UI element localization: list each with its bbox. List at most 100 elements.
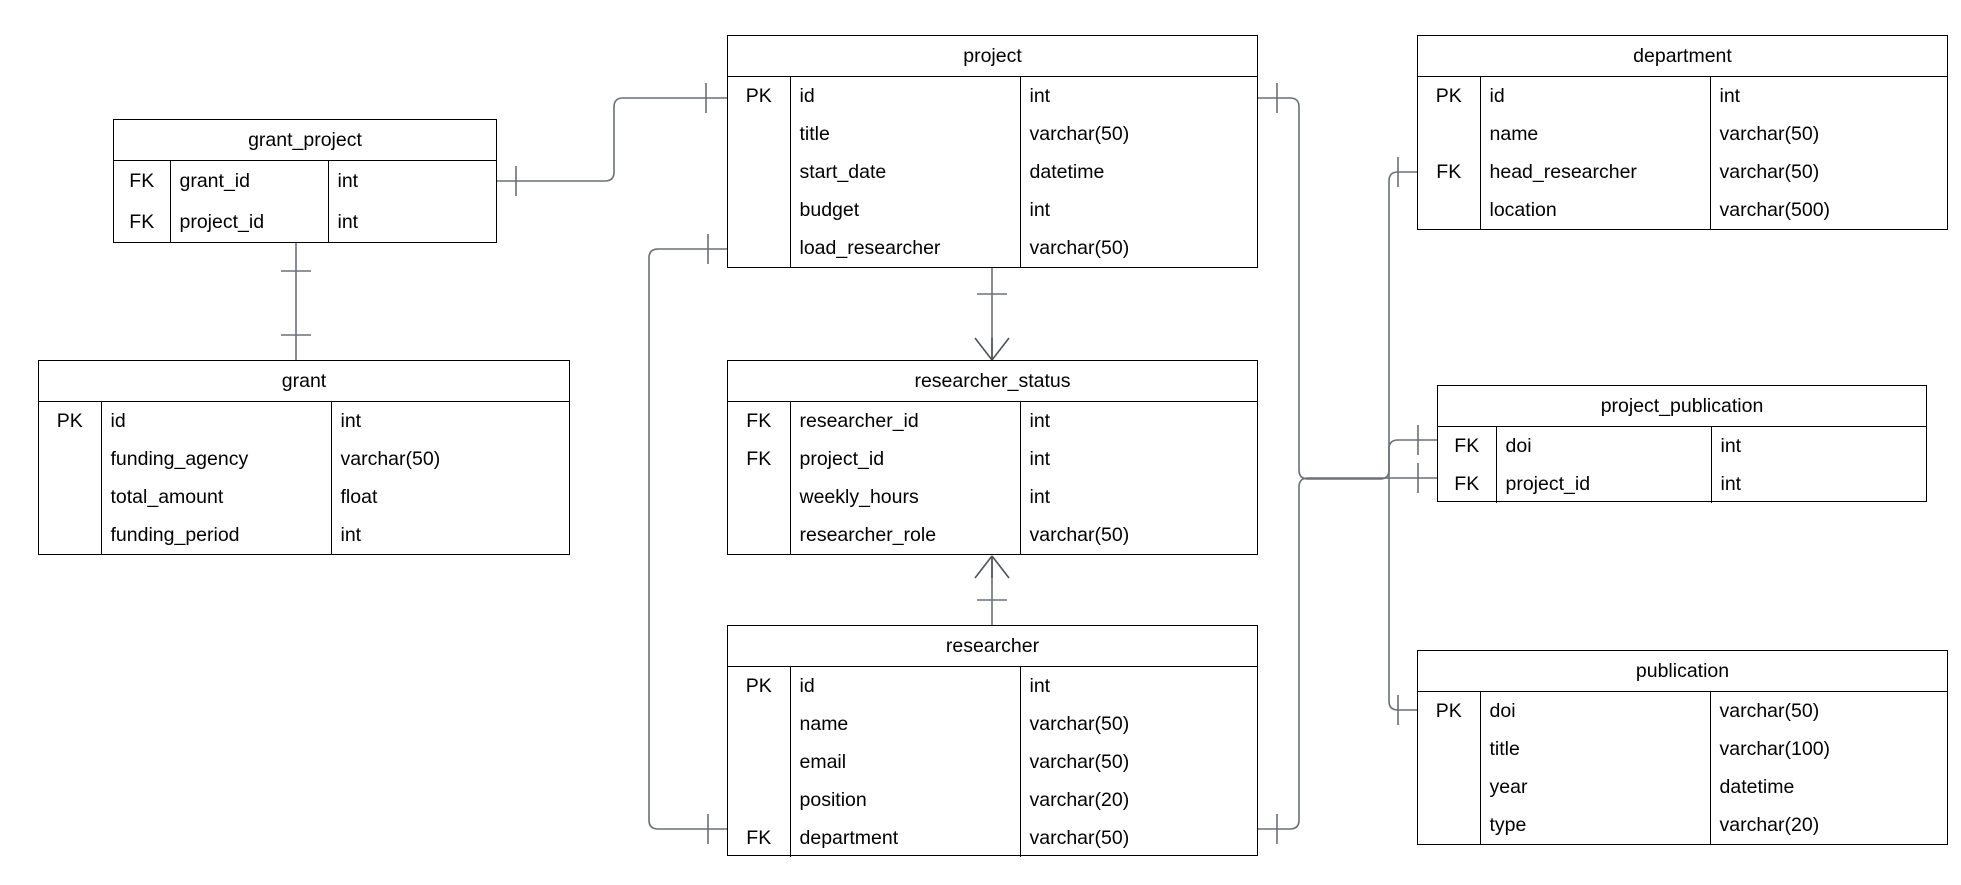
attribute-type: int	[1029, 447, 1051, 470]
attribute-row[interactable]: researcher_role varchar(50)	[728, 516, 1257, 554]
attribute-type: float	[340, 485, 378, 508]
attribute-name: id	[790, 77, 1021, 115]
attribute-key-badge: PK	[728, 77, 791, 115]
attribute-name: project_id	[790, 440, 1021, 478]
attribute-name: total_amount	[101, 478, 332, 516]
attribute-name: head_researcher	[1480, 153, 1711, 191]
attribute-type: varchar(50)	[1719, 160, 1820, 183]
attribute-key-badge: FK	[114, 202, 171, 243]
attribute-name: start_date	[790, 153, 1021, 191]
crowsfoot-researcher_status-bottom	[974, 555, 1010, 579]
entity-title-grant: grant	[39, 361, 569, 402]
attribute-type: datetime	[1029, 160, 1105, 183]
attribute-key-badge	[1418, 115, 1481, 153]
attribute-name: researcher_role	[790, 516, 1021, 554]
attribute-key-badge: FK	[728, 819, 791, 857]
attribute-type: int	[1029, 409, 1051, 432]
attribute-row[interactable]: budget int	[728, 191, 1257, 229]
attribute-type: int	[340, 409, 362, 432]
attribute-name: year	[1480, 768, 1711, 806]
attribute-type: datetime	[1719, 775, 1795, 798]
attribute-name: budget	[790, 191, 1021, 229]
attribute-type: varchar(20)	[1719, 813, 1820, 836]
attribute-type: int	[1029, 485, 1051, 508]
attribute-key-badge: PK	[39, 402, 102, 440]
attribute-key-badge	[1418, 191, 1481, 229]
attribute-key-badge	[1418, 806, 1481, 844]
attribute-name: load_researcher	[790, 229, 1021, 267]
entity-title-researcher: researcher	[728, 626, 1257, 667]
attribute-name: location	[1480, 191, 1711, 229]
crowsfoot-researcher_status-top	[974, 337, 1010, 361]
attribute-name: doi	[1480, 692, 1711, 730]
attribute-row[interactable]: start_date datetime	[728, 153, 1257, 191]
attribute-name: title	[1480, 730, 1711, 768]
attribute-key-badge	[1418, 730, 1481, 768]
edge-project-to-researcher	[648, 234, 727, 844]
attribute-row[interactable]: weekly_hours int	[728, 478, 1257, 516]
attribute-type: varchar(50)	[1029, 523, 1130, 546]
attribute-row[interactable]: load_researcher varchar(50)	[728, 229, 1257, 267]
attribute-name: project_id	[1496, 465, 1712, 503]
attribute-name: department	[790, 819, 1021, 857]
attribute-type: int	[1029, 198, 1051, 221]
attribute-type: int	[340, 523, 362, 546]
attribute-key-badge	[728, 153, 791, 191]
attribute-type: varchar(50)	[1029, 122, 1130, 145]
attribute-name: id	[101, 402, 332, 440]
attribute-type: int	[1720, 434, 1742, 457]
attribute-row[interactable]: year datetime	[1418, 768, 1947, 806]
entity-title-publication: publication	[1418, 651, 1947, 692]
attribute-key-badge	[39, 440, 102, 478]
attribute-name: weekly_hours	[790, 478, 1021, 516]
attribute-key-badge	[728, 229, 791, 267]
attribute-key-badge: FK	[1438, 427, 1497, 465]
attribute-key-badge: PK	[728, 667, 791, 705]
entity-title-project_publication: project_publication	[1438, 386, 1926, 427]
attribute-type: varchar(50)	[1029, 826, 1130, 849]
attribute-name: researcher_id	[790, 402, 1021, 440]
attribute-type: varchar(50)	[1029, 712, 1130, 735]
edge-project-to-researcher_status	[974, 268, 1010, 361]
attribute-row[interactable]: total_amount float	[39, 478, 569, 516]
attribute-type: varchar(50)	[1029, 236, 1130, 259]
attribute-type: int	[337, 170, 359, 192]
attribute-key-badge	[728, 781, 791, 819]
attribute-type: varchar(20)	[1029, 788, 1130, 811]
attribute-key-badge: FK	[1438, 465, 1497, 503]
edge-grant_project-to-project	[497, 83, 727, 196]
